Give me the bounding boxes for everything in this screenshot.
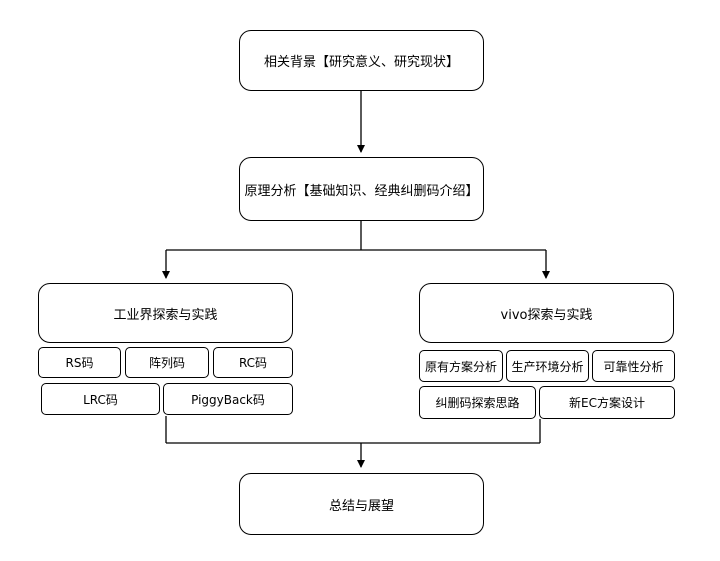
- industry-item-lrc: LRC码: [41, 383, 160, 415]
- industry-node: 工业界探索与实践: [38, 283, 293, 343]
- vivo-item-reliability: 可靠性分析: [592, 350, 675, 382]
- industry-item-piggyback: PiggyBack码: [163, 383, 293, 415]
- industry-item-array: 阵列码: [125, 347, 209, 378]
- vivo-item-production-env: 生产环境分析: [506, 350, 589, 382]
- vivo-item-label: 原有方案分析: [424, 359, 497, 374]
- industry-item-label: RC码: [238, 356, 268, 370]
- industry-item-label: RS码: [65, 356, 94, 370]
- industry-item-label: 阵列码: [148, 356, 185, 370]
- industry-item-label: PiggyBack码: [191, 392, 265, 407]
- vivo-item-label: 新EC方案设计: [569, 396, 645, 410]
- vivo-item-new-ec-design: 新EC方案设计: [539, 386, 675, 419]
- vivo-item-ec-exploration: 纠删码探索思路: [419, 386, 536, 419]
- industry-item-label: LRC码: [83, 392, 118, 407]
- summary-node-label: 总结与展望: [328, 498, 394, 514]
- industry-item-rc: RC码: [213, 347, 293, 378]
- industry-node-label: 工业界探索与实践: [113, 307, 218, 323]
- vivo-item-label: 生产环境分析: [511, 359, 584, 374]
- vivo-node: vivo探索与实践: [419, 283, 674, 343]
- summary-node: 总结与展望: [239, 473, 484, 535]
- vivo-item-original-plan: 原有方案分析: [419, 350, 503, 382]
- principle-node-label: 原理分析【基础知识、经典纠删码介绍】: [244, 183, 479, 199]
- industry-item-rs: RS码: [38, 347, 121, 378]
- principle-node: 原理分析【基础知识、经典纠删码介绍】: [239, 157, 484, 221]
- vivo-item-label: 可靠性分析: [603, 359, 664, 374]
- background-node: 相关背景【研究意义、研究现状】: [239, 30, 484, 91]
- background-node-label: 相关背景【研究意义、研究现状】: [263, 55, 459, 70]
- vivo-node-label: vivo探索与实践: [500, 307, 593, 323]
- vivo-item-label: 纠删码探索思路: [435, 396, 520, 410]
